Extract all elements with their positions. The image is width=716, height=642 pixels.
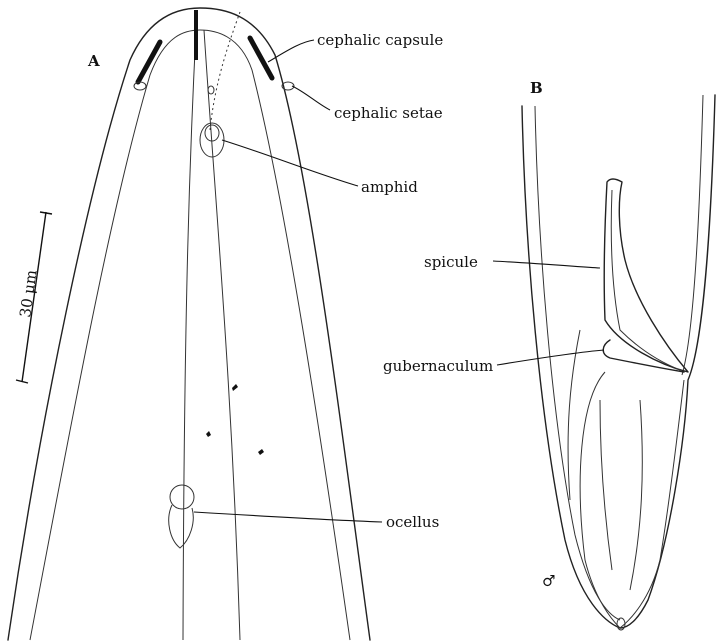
dotted-canal — [210, 12, 240, 130]
pharynx-right — [204, 30, 240, 640]
capsule-left — [138, 42, 160, 82]
tail-line-1 — [600, 400, 612, 570]
speck-2 — [206, 431, 211, 437]
label-cephalic-capsule: cephalic capsule — [317, 31, 443, 49]
tail-line-3 — [568, 330, 580, 500]
tail-inner-right — [682, 95, 703, 375]
leader-spicule — [493, 261, 600, 268]
panel-a-letter: A — [87, 52, 100, 70]
label-gubernaculum: gubernaculum — [383, 357, 493, 375]
panel-b-letter: B — [530, 79, 543, 97]
label-cephalic-setae: cephalic setae — [334, 104, 443, 122]
pharynx-left — [183, 30, 196, 640]
tail-lobe — [580, 372, 684, 628]
label-ocellus: ocellus — [386, 513, 439, 531]
label-amphid: amphid — [361, 178, 418, 196]
label-spicule: spicule — [424, 253, 478, 271]
spicule-shape — [604, 179, 688, 372]
leader-cephalic-capsule — [268, 40, 314, 62]
ocellus-body — [169, 505, 194, 548]
panel-a-drawing — [8, 8, 370, 640]
tail-line-2 — [630, 400, 642, 590]
spicule-inner — [611, 190, 680, 370]
tail-outline-left — [522, 106, 620, 628]
scale-bar-label: 30 μm — [16, 269, 40, 319]
speck-1 — [232, 384, 238, 391]
scale-bar: 30 μm — [16, 212, 52, 383]
male-symbol: ♂ — [542, 572, 555, 590]
leader-cephalic-setae — [292, 86, 330, 110]
leader-amphid — [222, 140, 358, 186]
small-pore — [208, 86, 214, 94]
panel-b-drawing — [522, 95, 715, 630]
body-outline-inner — [30, 30, 350, 640]
ocellus-shape — [170, 485, 194, 509]
speck-3 — [258, 449, 264, 455]
body-outline-outer — [8, 8, 370, 640]
